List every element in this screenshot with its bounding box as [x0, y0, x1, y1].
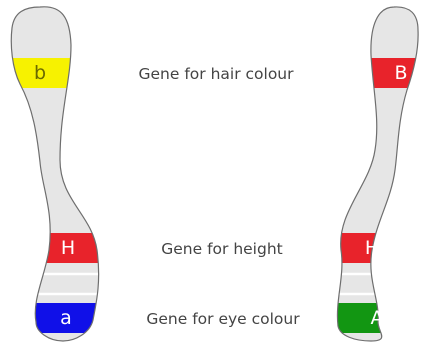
eye-gene-label: Gene for eye colour [146, 310, 300, 328]
height-gene-label: Gene for height [161, 240, 282, 258]
right-hair-allele: B [394, 62, 407, 84]
right-height-allele: H [365, 237, 379, 259]
left-chromosome-body [11, 7, 98, 341]
left-hair-allele: b [34, 62, 46, 84]
right-chromosome-body [337, 7, 418, 341]
left-height-allele: H [61, 237, 75, 259]
right-eye-allele: A [371, 307, 384, 329]
left-hair-band [0, 58, 120, 88]
right-chromosome: B H A [320, 7, 421, 341]
hair-gene-label: Gene for hair colour [139, 65, 295, 83]
left-eye-allele: a [60, 307, 72, 329]
left-chromosome: b H a [0, 7, 130, 341]
